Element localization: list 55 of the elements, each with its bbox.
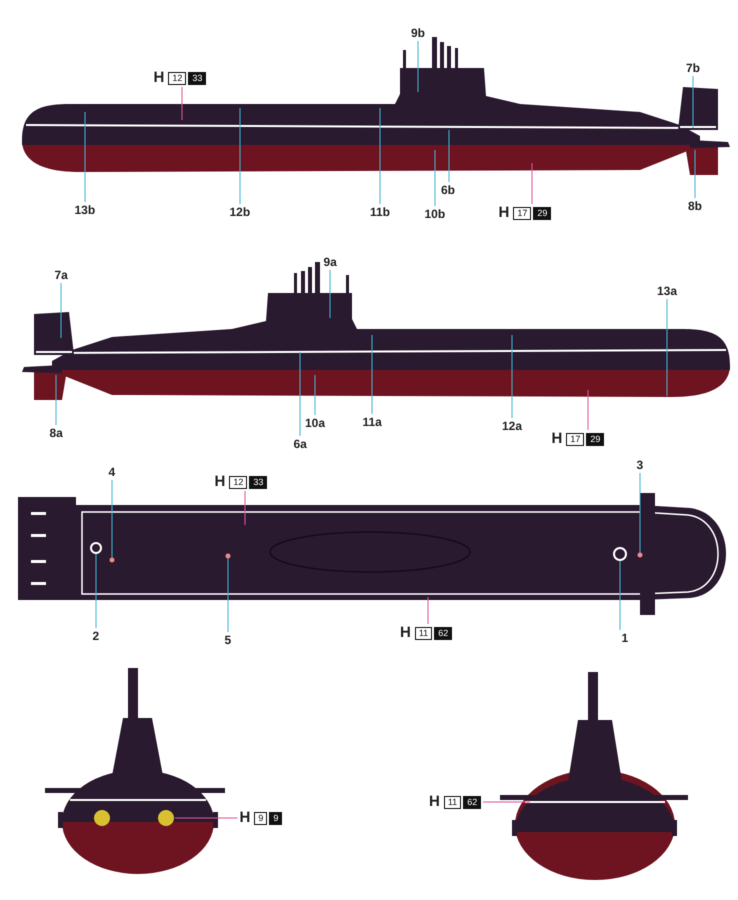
- paint-code-letter: H: [400, 625, 411, 641]
- callout-number: 4: [108, 465, 116, 479]
- callout-number: 5: [224, 633, 232, 647]
- callout-number: 9a: [324, 255, 337, 269]
- callout-number: 10a: [305, 416, 326, 430]
- paint-number-outlined: 11: [414, 626, 432, 640]
- callout-number: 11a: [362, 415, 382, 429]
- paint-code-letter: H: [214, 474, 226, 490]
- callout-number: 13a: [657, 284, 678, 298]
- paint-number-outlined: 17: [566, 432, 584, 446]
- paint-number-outlined: 12: [229, 476, 248, 488]
- callout-number: 7b: [686, 61, 700, 75]
- callout-number: 10b: [424, 207, 446, 221]
- paint-number-filled: 33: [249, 476, 268, 488]
- paint-number-filled: 33: [188, 72, 206, 84]
- dot-marking: [226, 554, 230, 558]
- paint-number-filled: 62: [434, 626, 452, 640]
- leader-line: [244, 490, 246, 526]
- callout-number: 12a: [502, 419, 522, 433]
- paint-number-filled: 62: [463, 796, 482, 808]
- callout-number: 6a: [294, 437, 307, 451]
- paint-number-filled: 29: [586, 432, 604, 446]
- paint-code-letter: H: [429, 794, 440, 810]
- leader-line: [314, 374, 316, 416]
- dot-marking: [638, 552, 642, 558]
- callout-number: 12b: [230, 205, 250, 219]
- leader-line: [434, 150, 436, 206]
- callout-number: 3: [636, 458, 644, 472]
- paint-code-letter: H: [154, 70, 164, 86]
- paint-code-letter: H: [498, 205, 510, 221]
- callout-number: 13b: [74, 203, 96, 217]
- callout-number: 2: [92, 629, 100, 643]
- callout-number: 7a: [54, 268, 68, 282]
- leader-line: [666, 298, 668, 396]
- callout-number: 1: [622, 631, 628, 645]
- hatch-ring-marking: [613, 547, 627, 561]
- paint-code-letter: H: [552, 431, 562, 447]
- callout-number: 9b: [411, 26, 426, 40]
- paint-number-filled: 29: [533, 206, 552, 220]
- hatch-ring-marking: [90, 542, 102, 554]
- paint-number-outlined: 9: [254, 812, 268, 824]
- leader-line: [694, 150, 696, 198]
- paint-number-outlined: 12: [168, 72, 186, 84]
- leader-line: [60, 282, 62, 338]
- paint-code-letter: H: [240, 810, 250, 826]
- leader-line: [448, 130, 450, 182]
- paint-number-outlined: 11: [444, 796, 462, 808]
- callout-number: 6b: [441, 183, 456, 197]
- callout-number: 11b: [370, 205, 390, 219]
- callout-number: 8b: [688, 199, 702, 213]
- paint-number-outlined: 17: [513, 206, 532, 220]
- paint-number-filled: 9: [269, 812, 282, 824]
- callout-number: 8a: [50, 426, 63, 440]
- dot-marking: [110, 558, 114, 562]
- leader-line: [84, 112, 86, 202]
